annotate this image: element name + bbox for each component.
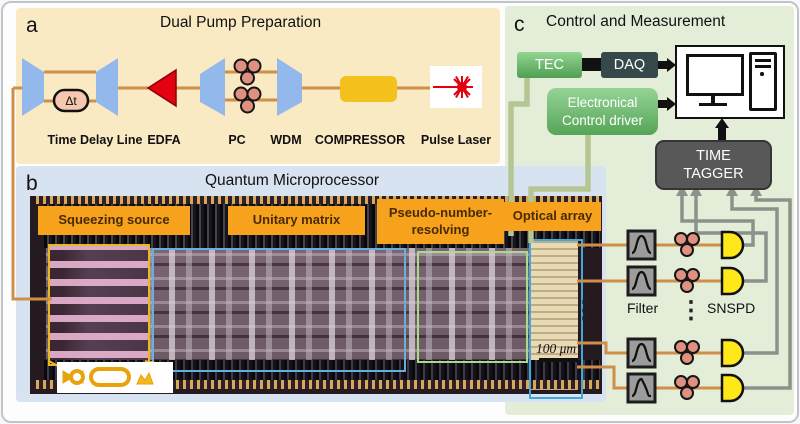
squeezing-source-inset: [57, 362, 173, 393]
monitor-stand: [711, 96, 715, 103]
inset-circuit-icon: [62, 367, 154, 387]
ecd-line2: Control driver: [561, 112, 644, 128]
label-pseudo-number-resolving: Pseudo-number-resolving: [377, 199, 504, 244]
label-pc: PC: [228, 133, 246, 147]
computer-icon: [675, 45, 785, 119]
label-compressor: COMPRESSOR: [314, 133, 406, 147]
scale-bar-text: 100 μm: [536, 341, 577, 356]
tec-box: TEC: [517, 52, 582, 78]
ecd-line1: Electronical: [567, 94, 638, 110]
panel-b-letter: b: [26, 172, 38, 195]
label-pulse-laser: Pulse Laser: [420, 133, 492, 147]
label-snspd: SNSPD: [707, 300, 756, 316]
label-wdm: WDM: [270, 133, 302, 147]
tower-icon: [749, 52, 777, 111]
pseudo-number-resolving-outline: [417, 251, 528, 363]
label-squeezing-source: Squeezing source: [38, 206, 190, 235]
ellipsis-middle: ⋮: [679, 297, 703, 324]
label-optical-array: Optical array: [504, 202, 601, 231]
scale-bar: [539, 358, 578, 362]
monitor-base: [699, 103, 727, 106]
panel-c-letter: c: [514, 13, 525, 36]
chip-squeezing-region: [50, 246, 148, 362]
time-tagger-box: TIME TAGGER: [655, 140, 772, 190]
chip-bondpads-bottom: [36, 380, 600, 389]
label-filter: Filter: [627, 300, 659, 316]
tagger-line1: TIME: [696, 147, 731, 164]
panel-a-title: Dual Pump Preparation: [160, 14, 322, 31]
label-time-delay-line: Time Delay Line: [47, 133, 143, 147]
chip-bondpads-top: [36, 196, 600, 204]
unitary-matrix-outline: [152, 248, 406, 372]
panel-c-title: Control and Measurement: [546, 13, 726, 30]
panel-b-title: Quantum Microprocessor: [205, 172, 380, 189]
ellipsis-left: ⋮: [572, 297, 596, 324]
label-edfa: EDFA: [147, 133, 181, 147]
monitor-icon: [686, 54, 744, 96]
panel-a-letter: a: [26, 14, 38, 37]
tagger-line2: TAGGER: [683, 166, 744, 182]
daq-box: DAQ: [601, 52, 658, 78]
squeezing-source-outline: [48, 244, 150, 366]
label-unitary-matrix: Unitary matrix: [228, 206, 365, 235]
